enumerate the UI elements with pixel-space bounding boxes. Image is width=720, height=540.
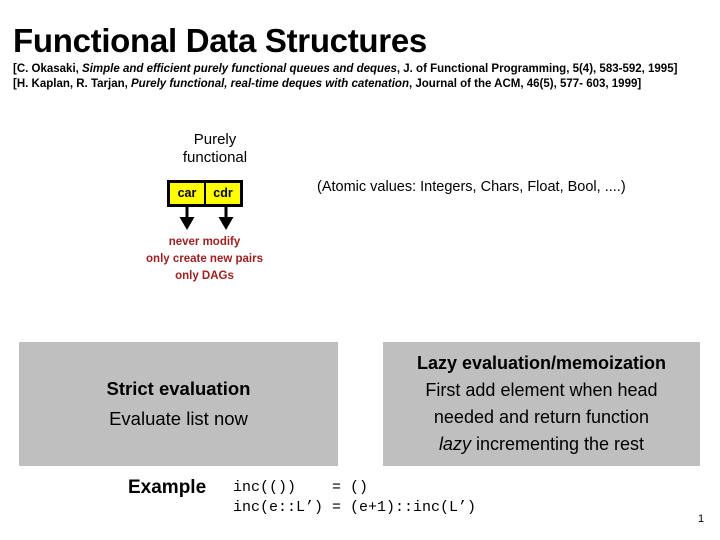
purely-functional-heading: Purely functional [150,131,280,167]
cons-cell-box: car cdr [167,180,243,207]
cons-cell-car: car [170,183,206,204]
purely-functional-heading-line2: functional [182,149,248,166]
citation-title-okasaki: Simple and efficient purely functional q… [82,63,397,75]
strict-evaluation-title: Strict evaluation [106,378,251,399]
lazy-evaluation-title: Lazy evaluation/memoization [416,353,667,373]
citation-kaplan-tarjan: [H. Kaplan, R. Tarjan, Purely functional… [13,77,713,92]
citation-authors-okasaki: [C. Okasaki, [13,63,83,75]
note-only-dags: only DAGs [175,270,234,282]
strict-evaluation-panel: Strict evaluation Evaluate list now [19,342,338,466]
citation-venue-kaplan-tarjan: , Journal of the ACM, 46(5), 577- 603, 1… [408,78,642,90]
purely-functional-heading-line1: Purely [193,131,237,148]
lazy-evaluation-line-3: lazy incrementing the rest [439,431,644,458]
note-never-modify: never modify [168,236,241,248]
page-title: Functional Data Structures [13,22,427,59]
cons-cell-cdr: cdr [213,186,233,201]
citation-authors-kaplan-tarjan: [H. Kaplan, R. Tarjan, [13,78,131,90]
citation-venue-okasaki: , J. of Functional Programming, 5(4), 58… [396,63,678,75]
lazy-keyword: lazy [438,434,471,454]
down-arrow-icon-car [179,205,195,230]
note-only-create-new-pairs: only create new pairs [146,253,263,265]
citations-block: [C. Okasaki, Simple and efficient purely… [13,62,713,92]
atomic-values-note: (Atomic values: Integers, Chars, Float, … [317,179,626,195]
lazy-evaluation-line-1: First add element when head [425,380,658,400]
lazy-evaluation-panel: Lazy evaluation/memoization First add el… [383,342,700,466]
example-label: Example [128,477,207,498]
example-code-block: inc(()) = () inc(e::L’) = (e+1)::inc(L’) [233,479,477,516]
down-arrow-icon-cdr [218,205,234,230]
lazy-evaluation-line-2: needed and return function [433,407,650,427]
lazy-evaluation-line-3-rest: incrementing the rest [470,434,645,454]
functional-constraints-notes: never modify only create new pairs only … [132,234,277,285]
page-number: 1 [698,513,705,525]
citation-okasaki: [C. Okasaki, Simple and efficient purely… [13,62,713,77]
strict-evaluation-line-1: Evaluate list now [109,408,248,429]
citation-title-kaplan-tarjan: Purely functional, real-time deques with… [131,78,409,90]
